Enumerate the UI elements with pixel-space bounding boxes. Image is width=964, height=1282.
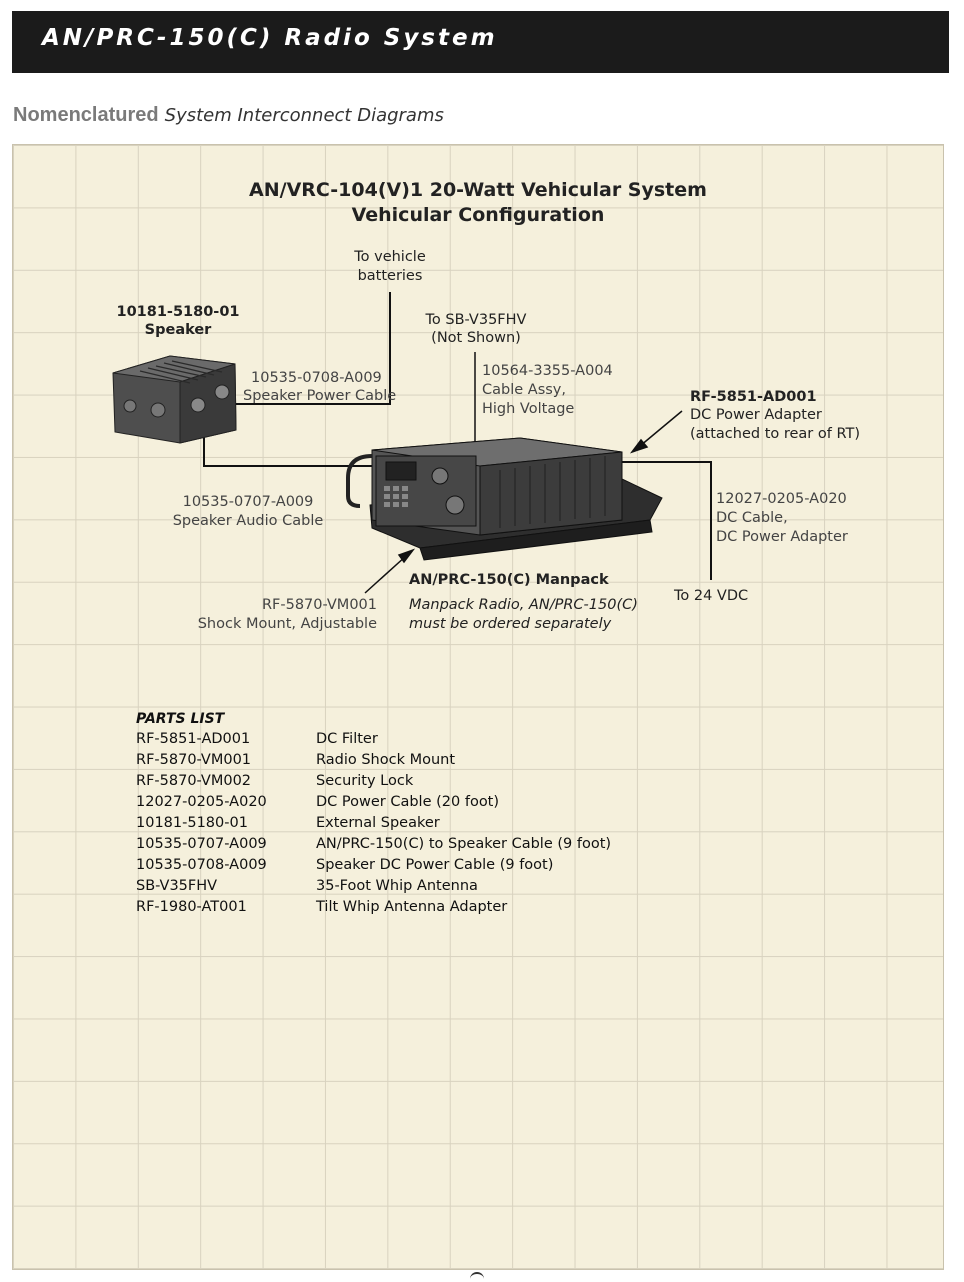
part-number: 12027-0205-A020	[136, 794, 267, 810]
part-number: 10535-0708-A009	[136, 857, 267, 873]
label-vehicle-batteries-2: batteries	[358, 268, 423, 284]
label-dc-cable-pn: 12027-0205-A020	[716, 491, 847, 507]
part-number: RF-5870-VM001	[136, 752, 252, 768]
subheading-italic: System Interconnect Diagrams	[164, 105, 444, 126]
label-hv-1: Cable Assy,	[482, 382, 566, 398]
parts-list-row: 10181-5180-01 External Speaker	[136, 815, 611, 836]
label-sb-1: To SB-V35FHV	[425, 312, 527, 328]
part-number: 10535-0707-A009	[136, 836, 267, 852]
speaker-device	[112, 355, 237, 444]
part-description: Security Lock	[316, 773, 414, 789]
label-dc-cable-2: DC Power Adapter	[716, 529, 848, 545]
parts-list-row: 12027-0205-A020 DC Power Cable (20 foot)	[136, 794, 611, 815]
part-number: RF-5851-AD001	[136, 731, 251, 747]
label-manpack-title: AN/PRC-150(C) Manpack	[409, 572, 609, 588]
part-description: DC Filter	[316, 731, 378, 747]
label-sb-2: (Not Shown)	[431, 330, 521, 346]
diagram-title-line2: Vehicular Configuration	[352, 204, 605, 226]
label-dc-adapter-1: DC Power Adapter	[690, 407, 822, 423]
parts-list-row: RF-5851-AD001 DC Filter	[136, 731, 611, 752]
page-footer-mark	[470, 1272, 484, 1282]
label-dc-adapter-pn: RF-5851-AD001	[690, 389, 817, 405]
page-title: AN/PRC-150(C) Radio System	[42, 25, 498, 51]
label-spk-power-pn: 10535-0708-A009	[251, 370, 382, 386]
arrows	[364, 410, 683, 594]
header-bar: AN/PRC-150(C) Radio System	[12, 11, 949, 73]
shock-mount-arrowhead	[397, 548, 416, 564]
dc-adapter-arrow-line	[639, 410, 683, 447]
parts-list-row: RF-1980-AT001 Tilt Whip Antenna Adapter	[136, 899, 611, 920]
diagram-title-line1: AN/VRC-104(V)1 20-Watt Vehicular System	[249, 179, 707, 201]
part-description: Radio Shock Mount	[316, 752, 456, 768]
parts-list-title: PARTS LIST	[136, 711, 225, 727]
part-description: AN/PRC-150(C) to Speaker Cable (9 foot)	[316, 836, 612, 852]
label-spk-power-name: Speaker Power Cable	[243, 388, 396, 404]
manpack-radio-device	[346, 437, 663, 561]
label-manpack-1: Manpack Radio, AN/PRC-150(C)	[409, 597, 638, 613]
label-manpack-2: must be ordered separately	[409, 616, 612, 632]
label-vehicle-batteries-1: To vehicle	[353, 249, 426, 265]
part-description: Tilt Whip Antenna Adapter	[316, 899, 508, 915]
label-shock-name: Shock Mount, Adjustable	[198, 616, 377, 632]
label-shock-pn: RF-5870-VM001	[262, 597, 377, 613]
part-description: 35-Foot Whip Antenna	[316, 878, 478, 894]
label-hv-2: High Voltage	[482, 401, 574, 417]
subheading-bold: Nomenclatured	[13, 104, 159, 126]
parts-list-row: SB-V35FHV 35-Foot Whip Antenna	[136, 878, 611, 899]
part-description: Speaker DC Power Cable (9 foot)	[316, 857, 554, 873]
dc-adapter-arrowhead	[629, 438, 649, 454]
parts-list-row: 10535-0707-A009 AN/PRC-150(C) to Speaker …	[136, 836, 611, 857]
label-spk-audio-name: Speaker Audio Cable	[173, 513, 324, 529]
parts-list-row: 10535-0708-A009 Speaker DC Power Cable (9…	[136, 857, 611, 878]
label-dc-adapter-2: (attached to rear of RT)	[690, 426, 860, 442]
parts-list-row: RF-5870-VM001 Radio Shock Mount	[136, 752, 611, 773]
part-number: RF-5870-VM002	[136, 773, 252, 789]
grid-panel	[12, 144, 944, 1270]
speaker-power-cable-line	[233, 292, 391, 405]
parts-list-row: RF-5870-VM002 Security Lock	[136, 773, 611, 794]
dc-cable-line	[620, 461, 712, 580]
shock-mount-arrow-line	[364, 555, 407, 594]
part-number: SB-V35FHV	[136, 878, 218, 894]
label-hv-pn: 10564-3355-A004	[482, 363, 613, 379]
part-number: RF-1980-AT001	[136, 899, 247, 915]
section-subheading: Nomenclatured System Interconnect Diagra…	[13, 104, 444, 127]
label-speaker-pn: 10181-5180-01	[116, 304, 239, 320]
label-speaker-name: Speaker	[145, 322, 213, 338]
label-24vdc: To 24 VDC	[673, 588, 748, 604]
label-spk-audio-pn: 10535-0707-A009	[183, 494, 314, 510]
label-dc-cable-1: DC Cable,	[716, 510, 788, 526]
part-description: External Speaker	[316, 815, 440, 831]
part-number: 10181-5180-01	[136, 815, 248, 831]
part-description: DC Power Cable (20 foot)	[316, 794, 500, 810]
